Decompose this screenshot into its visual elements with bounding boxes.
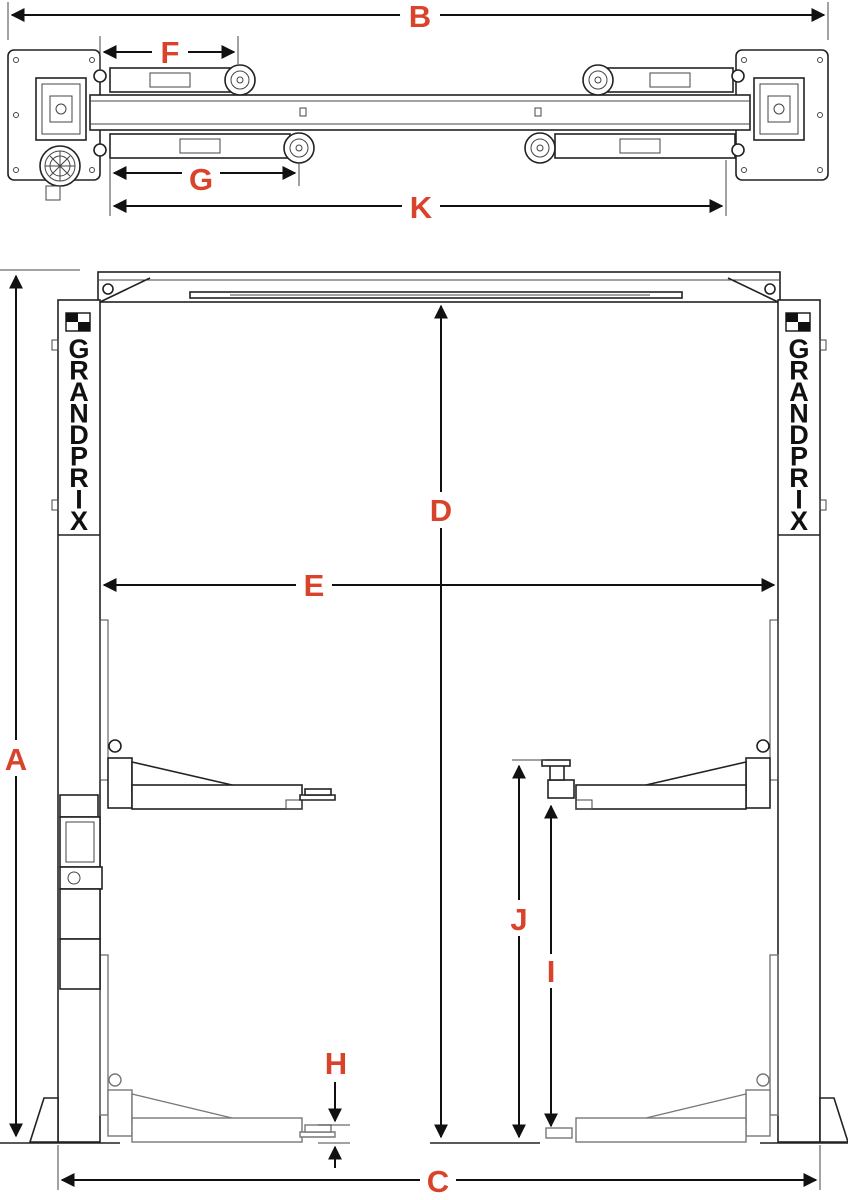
brand-letter: N <box>789 399 809 429</box>
brand-letter: R <box>789 463 809 493</box>
label-A: A <box>5 742 27 777</box>
overhead-beam-top-view <box>89 94 751 131</box>
label-D: D <box>430 493 452 528</box>
brand-letter: X <box>70 506 88 536</box>
brand-letter: I <box>795 485 803 515</box>
power-unit <box>59 794 103 990</box>
brand-letter: P <box>70 442 88 472</box>
brand-letter: R <box>69 463 89 493</box>
brand-letter: P <box>790 442 808 472</box>
brand-letter: D <box>69 420 89 450</box>
label-I: I <box>547 954 556 989</box>
right-arm-raised <box>541 739 771 810</box>
arm-top-left-lower <box>109 133 291 159</box>
arm-top-right-upper <box>607 67 734 93</box>
right-arm-lowered <box>545 1073 771 1143</box>
brand-letter: N <box>69 399 89 429</box>
dimension-labels: B F G K A D E J I H C <box>5 0 556 1199</box>
dimension-lines <box>0 2 829 1190</box>
brand-letter: D <box>789 420 809 450</box>
label-J: J <box>510 902 527 937</box>
right-post-top <box>753 77 805 141</box>
brand-letter: I <box>75 485 83 515</box>
top-view <box>7 49 829 201</box>
arm-top-left-upper <box>109 67 236 93</box>
brand-letter: A <box>69 377 89 407</box>
label-K: K <box>410 190 433 225</box>
left-post-top <box>35 77 87 141</box>
arm-pad-right-lower <box>524 132 556 164</box>
arm-pad-right-upper <box>582 64 614 96</box>
label-F: F <box>161 35 180 70</box>
label-E: E <box>304 568 325 603</box>
brand-logo-left-icon <box>65 312 91 332</box>
brand-logo-right-icon <box>785 312 811 332</box>
brand-letter: X <box>790 506 808 536</box>
left-column <box>57 299 101 1143</box>
brand-letter: R <box>69 356 89 386</box>
arm-pad-left-lower <box>283 132 315 164</box>
label-G: G <box>189 162 213 197</box>
brand-letter: A <box>789 377 809 407</box>
brand-letter: G <box>68 334 89 364</box>
brand-letter: G <box>788 334 809 364</box>
label-C: C <box>427 1164 449 1199</box>
arm-pad-left-upper <box>224 64 256 96</box>
label-B: B <box>409 0 431 34</box>
left-arm-raised <box>107 739 336 810</box>
brand-letter: R <box>789 356 809 386</box>
left-base-plate-front <box>28 1097 59 1143</box>
label-H: H <box>325 1046 347 1081</box>
motor-top-view <box>39 145 81 201</box>
right-base-plate-front <box>819 1097 848 1143</box>
left-arm-lowered <box>107 1073 336 1143</box>
arm-top-right-lower <box>554 133 736 159</box>
